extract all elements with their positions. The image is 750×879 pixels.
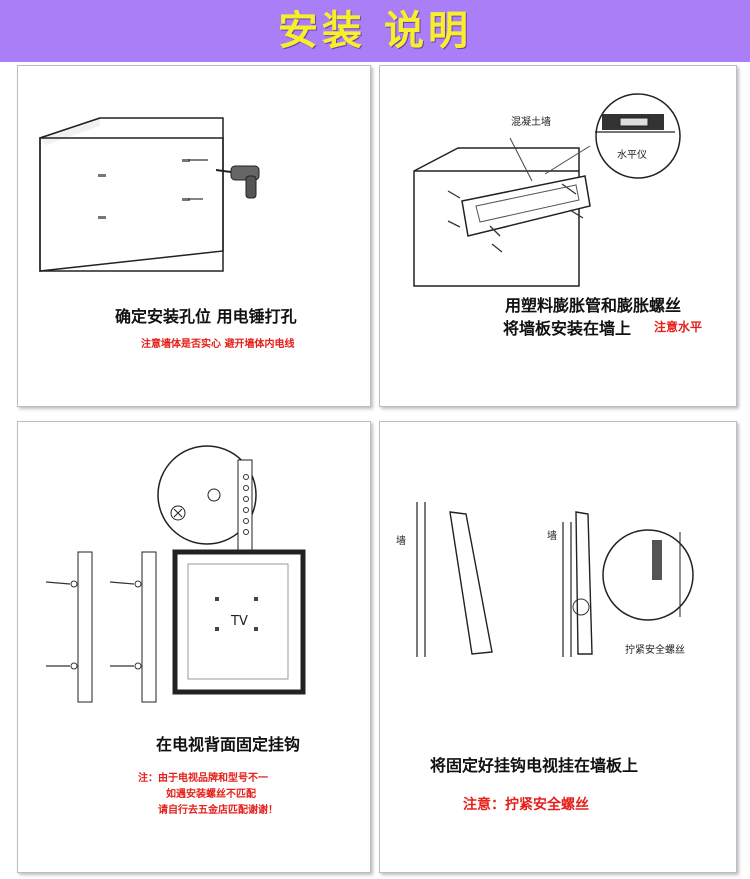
tv-bracket-illustration	[45, 445, 306, 703]
safety-screw-zoom-circle	[602, 529, 694, 621]
hanging-bracket-icon	[77, 551, 157, 703]
step3-note-line2: 如遇安装螺丝不匹配	[166, 789, 256, 800]
tighten-screw-label: 拧紧安全螺丝	[625, 645, 685, 656]
wall-drilling-illustration	[39, 117, 260, 272]
step1-panel: 确定安装孔位 用电锤打孔 注意墙体是否实心 避开墙体内电线	[17, 65, 371, 407]
step4-note: 注意：拧紧安全螺丝	[463, 797, 589, 813]
bracket-zoom-circle	[157, 445, 257, 545]
step4-caption: 将固定好挂钩电视挂在墙板上	[430, 756, 639, 775]
page-title: 安装 说明	[278, 8, 472, 54]
level-icon	[595, 114, 675, 133]
header-banner	[0, 0, 750, 62]
step2-caption-line2: 将墙板安装在墙上	[503, 319, 632, 338]
wall-label-left: 墙	[396, 536, 406, 547]
step2-caption-line1: 用塑料膨胀管和膨胀螺丝	[505, 296, 682, 315]
step2-panel: 混凝土墙 水平仪 用塑料膨胀管和膨胀螺丝 将墙板安装在墙上 注意水平	[379, 65, 737, 407]
tv-hanging-illustration	[416, 502, 694, 657]
step2-note: 注意水平	[654, 320, 703, 334]
step3-note-line3: 请自行去五金店匹配谢谢！	[158, 805, 278, 816]
tv-label: TV	[231, 614, 248, 629]
drill-icon	[215, 165, 260, 199]
level-label: 水平仪	[617, 150, 647, 161]
wall-plate-mounting-illustration	[413, 93, 681, 287]
wall-plate-icon	[461, 175, 591, 237]
step3-caption: 在电视背面固定挂钩	[156, 735, 301, 754]
screw-icon	[170, 488, 221, 521]
level-zoom-circle	[595, 93, 681, 179]
step3-panel: TV 在电视背面固定挂钩 注：由于电视品牌和型号不一 如遇安装螺丝不匹配 请自行…	[17, 421, 371, 873]
concrete-wall-label: 混凝土墙	[511, 117, 551, 128]
step1-note: 注意墙体是否实心 避开墙体内电线	[141, 339, 295, 350]
step1-caption: 确定安装孔位 用电锤打孔	[115, 307, 297, 326]
step4-panel: 墙 墙 拧紧安全螺丝 将固定好挂钩电视挂在墙板上 注意：拧紧安全螺丝	[379, 421, 737, 873]
tv-profile-icon	[449, 511, 593, 655]
wall-label-right: 墙	[547, 531, 557, 542]
wall-icon	[416, 502, 572, 657]
step3-note-line1: 注：由于电视品牌和型号不一	[138, 773, 268, 784]
tv-screen-icon	[172, 549, 306, 695]
